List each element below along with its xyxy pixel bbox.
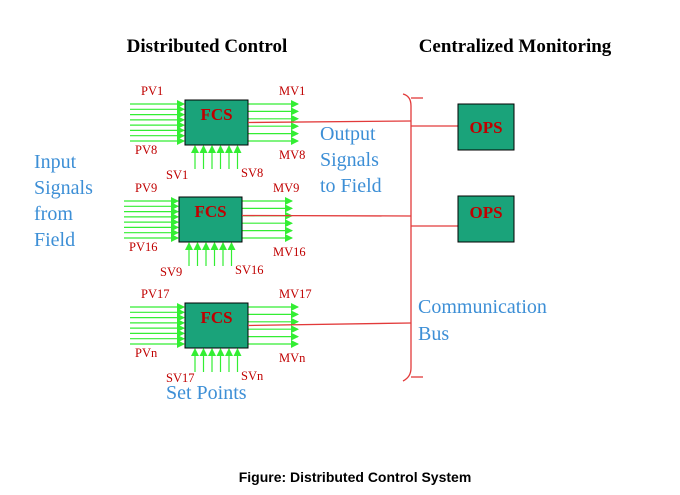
- pv-top-label: PV17: [141, 287, 169, 301]
- sv-left-label: SV1: [166, 168, 188, 182]
- output-line-3: to Field: [320, 175, 382, 197]
- fcs-box: [178, 196, 243, 243]
- output-line-1: Output: [320, 123, 376, 145]
- set-points-annotation: Set Points: [166, 382, 247, 404]
- fcs-label: FCS: [200, 105, 232, 124]
- sv-right-label: SVn: [241, 369, 264, 383]
- mv-bottom-label: MV8: [279, 148, 305, 162]
- fcs-label: FCS: [200, 308, 232, 327]
- bus-line-1: Communication: [418, 296, 547, 318]
- input-line-1: Input: [34, 151, 77, 173]
- heading-centralized-monitoring: Centralized Monitoring: [419, 36, 612, 57]
- fcs-bus-link: [241, 214, 412, 217]
- pv-top-label: PV1: [141, 84, 163, 98]
- fcs-label: FCS: [194, 202, 226, 221]
- sv-right-label: SV8: [241, 166, 263, 180]
- ops-station-2: OPS: [457, 195, 515, 243]
- fcs-box: [184, 99, 249, 146]
- input-line-2: Signals: [34, 177, 93, 199]
- sv-left-label: SV9: [160, 265, 182, 279]
- input-line-4: Field: [34, 229, 75, 251]
- mv-bottom-label: MVn: [279, 351, 306, 365]
- output-signals-annotation: Output Signals to Field: [320, 123, 382, 197]
- pv-top-label: PV9: [135, 181, 157, 195]
- input-signals-annotation: Input Signals from Field: [34, 151, 93, 251]
- heading-distributed-control: Distributed Control: [127, 36, 288, 57]
- pv-bottom-label: PV16: [129, 240, 157, 254]
- pv-bottom-label: PV8: [135, 143, 157, 157]
- pv-bottom-label: PVn: [135, 346, 158, 360]
- input-line-3: from: [34, 203, 73, 225]
- fcs-bus-link: [247, 322, 412, 327]
- mv-bottom-label: MV16: [273, 245, 306, 259]
- mv-top-label: MV1: [279, 84, 305, 98]
- fcs-bus-link: [247, 120, 412, 124]
- sv-right-label: SV16: [235, 263, 263, 277]
- ops-label: OPS: [469, 118, 502, 137]
- communication-bus-annotation: Communication Bus: [418, 296, 547, 345]
- communication-bus: [402, 93, 423, 382]
- bus-line-2: Bus: [418, 323, 449, 345]
- mv-top-label: MV9: [273, 181, 299, 195]
- mv-top-label: MV17: [279, 287, 312, 301]
- sv-left-label: SV17: [166, 371, 194, 385]
- ops-station-1: OPS: [457, 103, 515, 151]
- output-line-2: Signals: [320, 149, 379, 171]
- ops-label: OPS: [469, 203, 502, 222]
- figure-caption: Figure: Distributed Control System: [239, 469, 472, 485]
